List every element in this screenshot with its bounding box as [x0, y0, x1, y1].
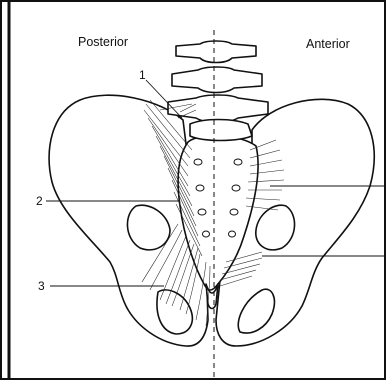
callout-3-number: 3 [38, 279, 45, 293]
posterior-label: Posterior [78, 35, 128, 49]
anterior-label: Anterior [306, 37, 350, 51]
callout-1-number: 1 [139, 68, 146, 82]
pelvis-drawing [49, 30, 374, 380]
callout-2-number: 2 [36, 194, 43, 208]
